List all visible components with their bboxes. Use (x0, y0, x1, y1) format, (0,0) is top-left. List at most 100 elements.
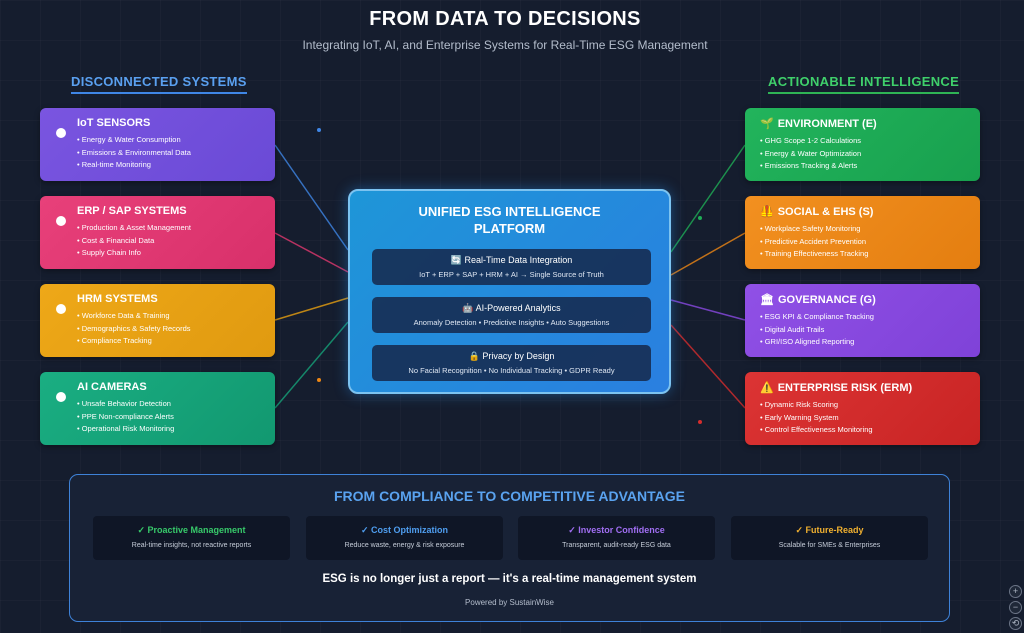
card-item: Emissions & Environmental Data (77, 147, 265, 160)
decor-dot (317, 128, 321, 132)
powered-by: Powered by SustainWise (465, 598, 554, 607)
platform-title-line1: UNIFIED ESG INTELLIGENCE (418, 204, 601, 219)
card-item: GHG Scope 1-2 Calculations (760, 135, 970, 148)
bullet-dot-icon (56, 304, 66, 314)
card-item: Workplace Safety Monitoring (760, 223, 970, 236)
platform-title: UNIFIED ESG INTELLIGENCE PLATFORM (350, 203, 669, 237)
platform-box-label: 🔒 Privacy by Design (372, 351, 651, 362)
benefit-investor[interactable]: ✓ Investor Confidence Transparent, audit… (518, 516, 715, 560)
card-item: GRI/ISO Aligned Reporting (760, 336, 970, 349)
bullet-dot-icon (56, 392, 66, 402)
card-title: AI CAMERAS (77, 381, 147, 393)
card-item: Control Effectiveness Monitoring (760, 424, 970, 437)
card-ai-cameras[interactable]: AI CAMERAS Unsafe Behavior Detection PPE… (40, 372, 275, 445)
bullet-dot-icon (56, 216, 66, 226)
card-title-text: ENVIRONMENT (E) (777, 117, 877, 130)
lock-icon: 🔒 (468, 351, 480, 361)
card-item: ESG KPI & Compliance Tracking (760, 311, 970, 324)
card-social-ehs[interactable]: 🦺SOCIAL & EHS (S) Workplace Safety Monit… (745, 196, 980, 269)
card-erp-sap[interactable]: ERP / SAP SYSTEMS Production & Asset Man… (40, 196, 275, 269)
card-item: Predictive Accident Prevention (760, 236, 970, 249)
connector-erm (670, 324, 746, 409)
advantage-title: FROM COMPLIANCE TO COMPETITIVE ADVANTAGE (333, 488, 686, 504)
card-item: Real-time Monitoring (77, 159, 265, 172)
platform-box-desc: IoT + ERP + SAP + HRM + AI → Single Sour… (419, 270, 604, 279)
card-item: Digital Audit Trails (760, 324, 970, 337)
card-title: 🌱ENVIRONMENT (E) (760, 117, 970, 131)
card-item: Cost & Financial Data (77, 235, 265, 248)
zoom-in-icon[interactable]: + (1009, 585, 1022, 598)
card-title: ⚠️ENTERPRISE RISK (ERM) (760, 381, 970, 395)
connector-hrm (274, 297, 349, 321)
card-item: PPE Non-compliance Alerts (77, 411, 265, 424)
benefit-label: ✓ Proactive Management (137, 525, 246, 535)
page-title: FROM DATA TO DECISIONS (369, 8, 641, 30)
card-title: HRM SYSTEMS (77, 293, 158, 305)
card-governance[interactable]: 🏛GOVERNANCE (G) ESG KPI & Compliance Tra… (745, 284, 980, 357)
platform-box-label: 🤖 AI-Powered Analytics (372, 303, 651, 314)
advantage-panel: FROM COMPLIANCE TO COMPETITIVE ADVANTAGE… (69, 474, 950, 622)
left-column-heading: DISCONNECTED SYSTEMS (71, 74, 247, 94)
platform-box-analytics[interactable]: 🤖 AI-Powered Analytics Anomaly Detection… (372, 297, 651, 333)
right-column-heading: ACTIONABLE INTELLIGENCE (768, 74, 960, 94)
connector-iot (274, 144, 349, 251)
seedling-icon: 🌱 (760, 118, 774, 130)
zoom-out-icon[interactable]: − (1009, 601, 1022, 614)
institution-icon: 🏛 (760, 294, 774, 306)
card-title: 🏛GOVERNANCE (G) (760, 293, 970, 307)
benefit-label: ✓ Future-Ready (795, 525, 864, 535)
benefit-desc: Real-time insights, not reactive reports (131, 542, 252, 549)
benefit-cost[interactable]: ✓ Cost Optimization Reduce waste, energy… (306, 516, 503, 560)
card-hrm-systems[interactable]: HRM SYSTEMS Workforce Data & Training De… (40, 284, 275, 357)
card-item: Supply Chain Info (77, 247, 265, 260)
page-subtitle: Integrating IoT, AI, and Enterprise Syst… (302, 38, 708, 52)
tagline: ESG is no longer just a report — it's a … (322, 573, 697, 585)
card-title: ERP / SAP SYSTEMS (77, 205, 187, 217)
card-item: Emissions Tracking & Alerts (760, 160, 970, 173)
benefit-label: ✓ Investor Confidence (568, 525, 665, 535)
platform-box-label-text: Real-Time Data Integration (464, 255, 573, 265)
platform-box-integration[interactable]: 🔄 Real-Time Data Integration IoT + ERP +… (372, 249, 651, 285)
card-item: Energy & Water Optimization (760, 148, 970, 161)
card-item: Energy & Water Consumption (77, 134, 265, 147)
card-title-text: GOVERNANCE (G) (777, 293, 876, 306)
benefit-desc: Scalable for SMEs & Enterprises (778, 542, 881, 549)
benefit-desc: Transparent, audit-ready ESG data (562, 542, 671, 549)
connector-erp (274, 232, 349, 273)
card-item: Early Warning System (760, 412, 970, 425)
unified-platform: UNIFIED ESG INTELLIGENCE PLATFORM 🔄 Real… (348, 189, 671, 394)
benefit-desc: Reduce waste, energy & risk exposure (344, 542, 465, 549)
card-title: IoT SENSORS (77, 117, 151, 129)
platform-box-label-text: AI-Powered Analytics (475, 303, 561, 313)
card-enterprise-risk[interactable]: ⚠️ENTERPRISE RISK (ERM) Dynamic Risk Sco… (745, 372, 980, 445)
platform-box-privacy[interactable]: 🔒 Privacy by Design No Facial Recognitio… (372, 345, 651, 381)
benefit-future[interactable]: ✓ Future-Ready Scalable for SMEs & Enter… (731, 516, 928, 560)
sync-icon: 🔄 (450, 255, 462, 265)
card-title-text: SOCIAL & EHS (S) (777, 205, 874, 218)
card-item: Compliance Tracking (77, 335, 265, 348)
card-item: Demographics & Safety Records (77, 323, 265, 336)
card-iot-sensors[interactable]: IoT SENSORS Energy & Water Consumption E… (40, 108, 275, 181)
bullet-dot-icon (56, 128, 66, 138)
warning-icon: ⚠️ (760, 382, 774, 394)
connector-soc (670, 232, 746, 276)
decor-dot (698, 420, 702, 424)
benefit-proactive[interactable]: ✓ Proactive Management Real-time insight… (93, 516, 290, 560)
connector-ai (274, 321, 349, 409)
decor-dot (698, 216, 702, 220)
card-environment[interactable]: 🌱ENVIRONMENT (E) GHG Scope 1-2 Calculati… (745, 108, 980, 181)
benefit-label: ✓ Cost Optimization (360, 525, 449, 535)
card-item: Production & Asset Management (77, 222, 265, 235)
platform-box-desc: Anomaly Detection • Predictive Insights … (413, 318, 610, 327)
card-item: Operational Risk Monitoring (77, 423, 265, 436)
card-item: Unsafe Behavior Detection (77, 398, 265, 411)
decor-dot (317, 378, 321, 382)
card-title-text: ENTERPRISE RISK (ERM) (777, 381, 913, 394)
card-item: Workforce Data & Training (77, 310, 265, 323)
robot-icon: 🤖 (462, 303, 474, 313)
connector-gov (670, 299, 746, 321)
card-item: Training Effectiveness Tracking (760, 248, 970, 261)
platform-box-label: 🔄 Real-Time Data Integration (372, 255, 651, 266)
reset-zoom-icon[interactable]: ⟲ (1009, 617, 1022, 630)
platform-box-desc: No Facial Recognition • No Individual Tr… (408, 366, 615, 375)
